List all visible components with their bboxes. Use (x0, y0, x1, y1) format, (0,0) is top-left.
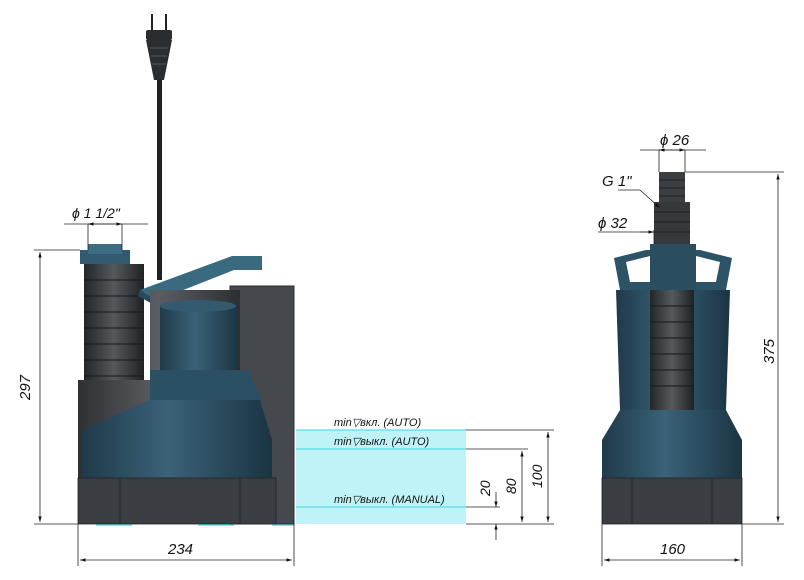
height-375-label: 375 (761, 338, 778, 364)
water-level-area (96, 429, 466, 526)
level-80-label: 80 (503, 478, 519, 494)
pump-front-view (601, 172, 743, 525)
dimension-lines (34, 148, 784, 566)
level-20-label: 20 (477, 480, 493, 497)
diameter-32-label: ϕ 32 (598, 215, 628, 232)
diameter-26-label: ϕ 26 (660, 132, 690, 149)
width-234-label: 234 (167, 541, 193, 558)
height-297-label: 297 (17, 374, 34, 401)
level-off-auto-label: min▽выкл. (AUTO) (334, 436, 430, 448)
level-off-manual-label: min▽выкл. (MANUAL) (334, 494, 445, 506)
level-100-label: 100 (529, 464, 545, 488)
width-160-label: 160 (660, 541, 686, 558)
power-plug-icon (146, 14, 172, 80)
thread-g1-label: G 1" (602, 173, 632, 190)
outlet-diameter-label: ϕ 1 1/2" (72, 205, 121, 221)
pump-side-view (77, 14, 295, 525)
level-on-auto-label: min▽вкл. (AUTO) (334, 417, 421, 429)
